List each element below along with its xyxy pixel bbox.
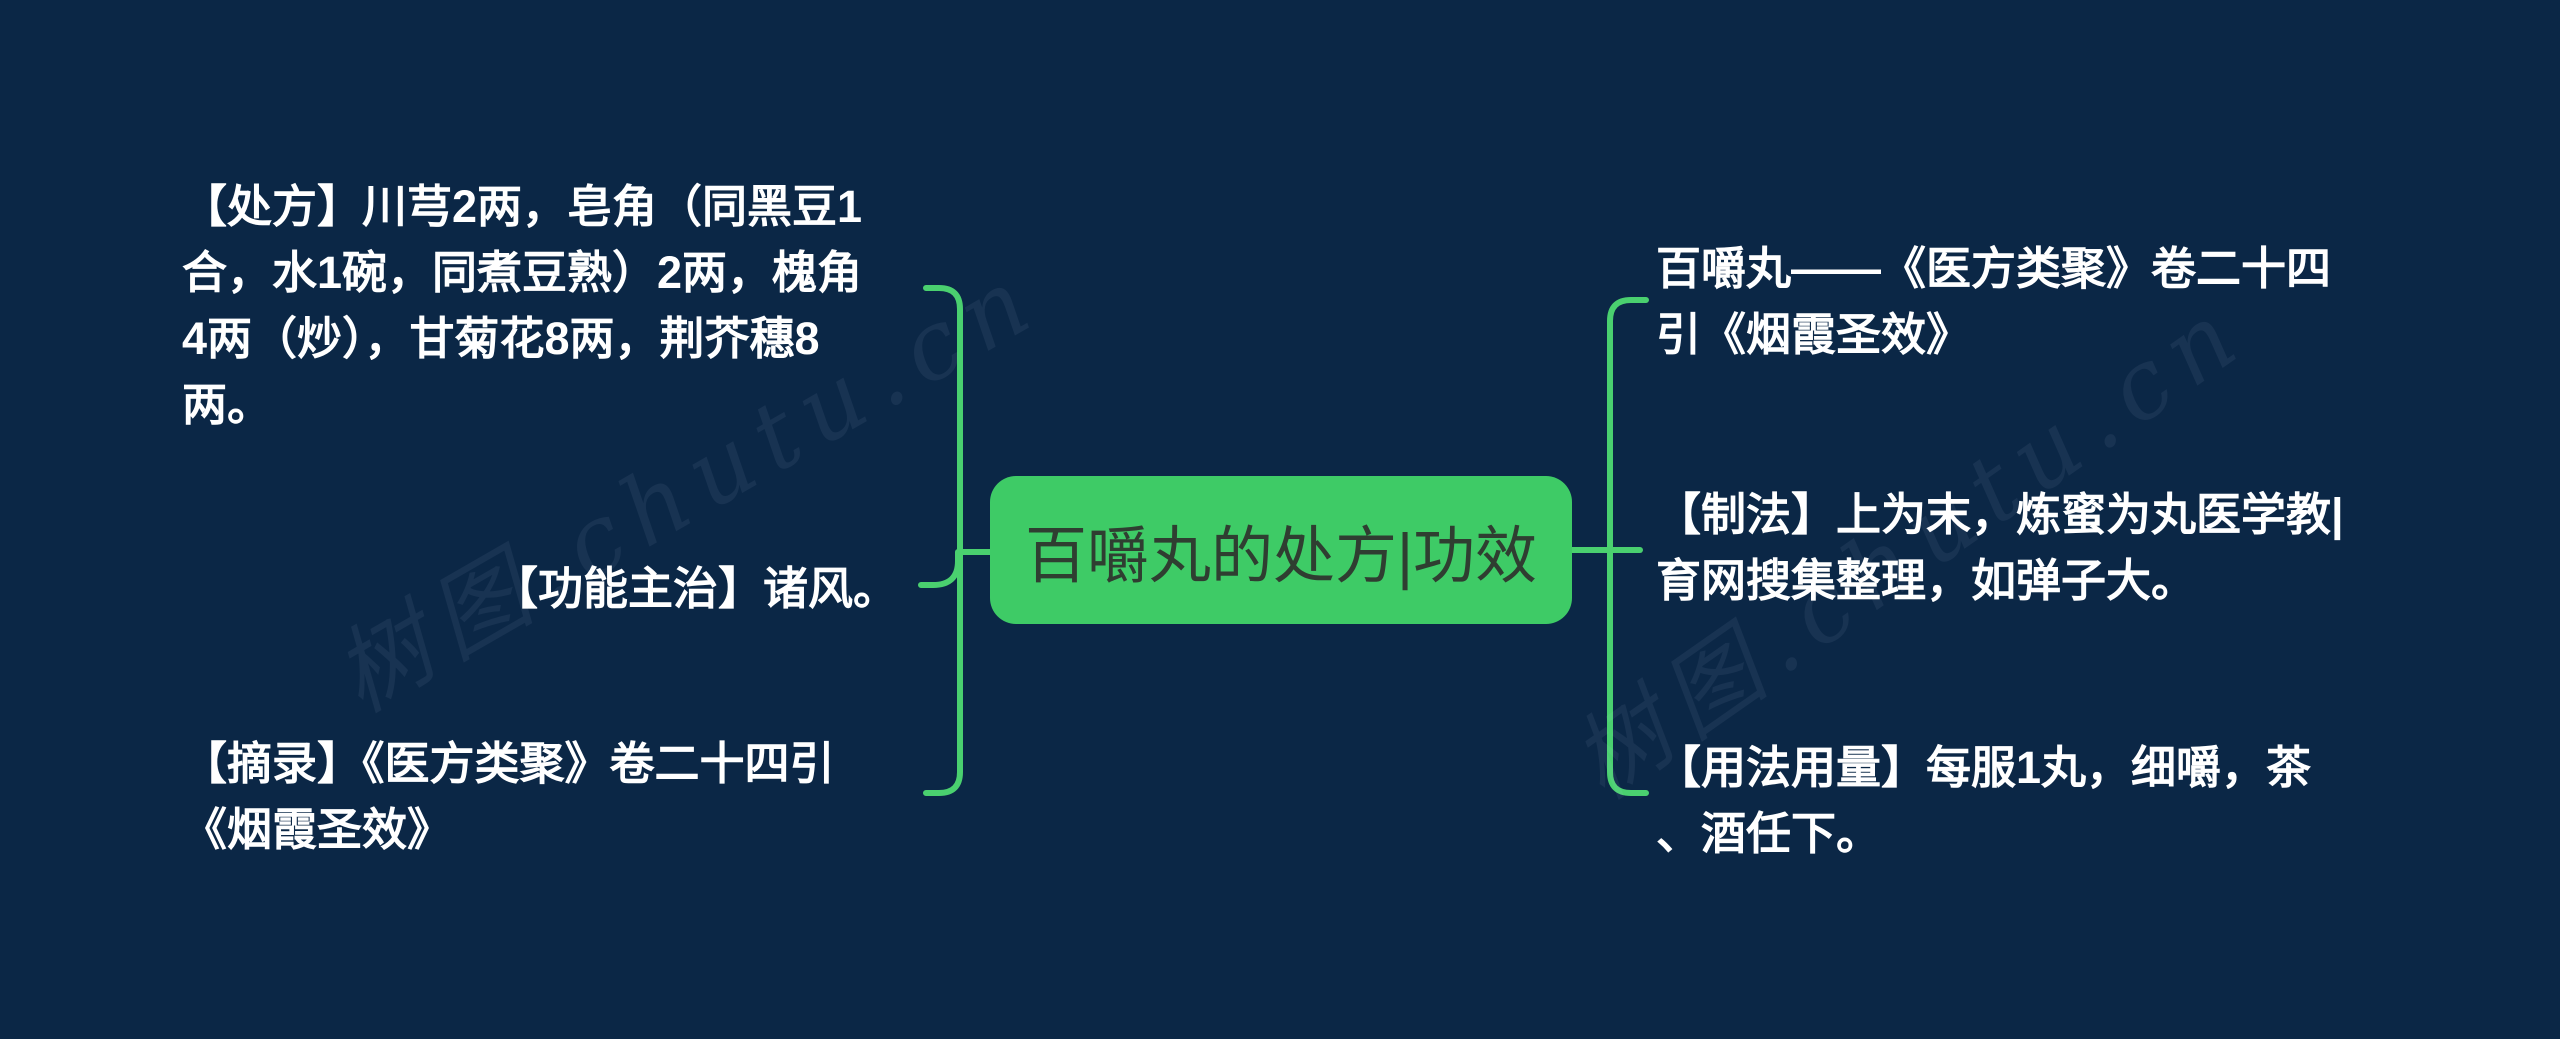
central-topic-label: 百嚼丸的处方|功效 (1024, 522, 1538, 591)
branch-node-usage[interactable]: 【用法用量】每服1丸，细嚼，茶 、酒任下。 (1656, 735, 2311, 867)
branch-text-line: 育网搜集整理，如弹子大。 (1656, 555, 2197, 606)
right-bracket-connector (1607, 297, 1649, 796)
branch-text-line: 合，水1碗，同煮豆熟）2两，槐角 (182, 247, 863, 298)
branch-node-prescription[interactable]: 【处方】川芎2两，皂角（同黑豆1 合，水1碗，同煮豆熟）2两，槐角 4两（炒），… (182, 174, 898, 438)
branch-node-source[interactable]: 百嚼丸——《医方类聚》卷二十四 引《烟霞圣效》 (1656, 236, 2331, 368)
left-bracket-connector (923, 285, 963, 796)
branch-text-line: 引《烟霞圣效》 (1656, 309, 1972, 360)
branch-text-line: 4两（炒），甘菊花8两，荆芥穗8 (182, 313, 820, 364)
branch-text-line: 两。 (182, 379, 273, 430)
central-topic-node[interactable]: 百嚼丸的处方|功效 (990, 476, 1572, 624)
branch-node-indications[interactable]: 【功能主治】诸风。 (182, 556, 898, 622)
branch-text-line: 【制法】上为末，炼蜜为丸医学教| (1656, 489, 2344, 540)
branch-text-line: 百嚼丸——《医方类聚》卷二十四 (1656, 243, 2332, 294)
branch-node-method[interactable]: 【制法】上为末，炼蜜为丸医学教| 育网搜集整理，如弹子大。 (1656, 482, 2344, 614)
branch-node-excerpt[interactable]: 【摘录】《医方类聚》卷二十四引 《烟霞圣效》 (182, 731, 898, 863)
branch-text-line: 【用法用量】每服1丸，细嚼，茶 (1656, 742, 2312, 793)
branch-text-line: 【处方】川芎2两，皂角（同黑豆1 (182, 181, 863, 232)
branch-text-line: 【摘录】《医方类聚》卷二十四引 (182, 738, 835, 789)
branch-text-line: 《烟霞圣效》 (182, 804, 453, 855)
branch-text-line: 【功能主治】诸风。 (492, 563, 898, 614)
left-middle-branch-connector (918, 549, 961, 588)
branch-text-line: 、酒任下。 (1656, 808, 1882, 859)
